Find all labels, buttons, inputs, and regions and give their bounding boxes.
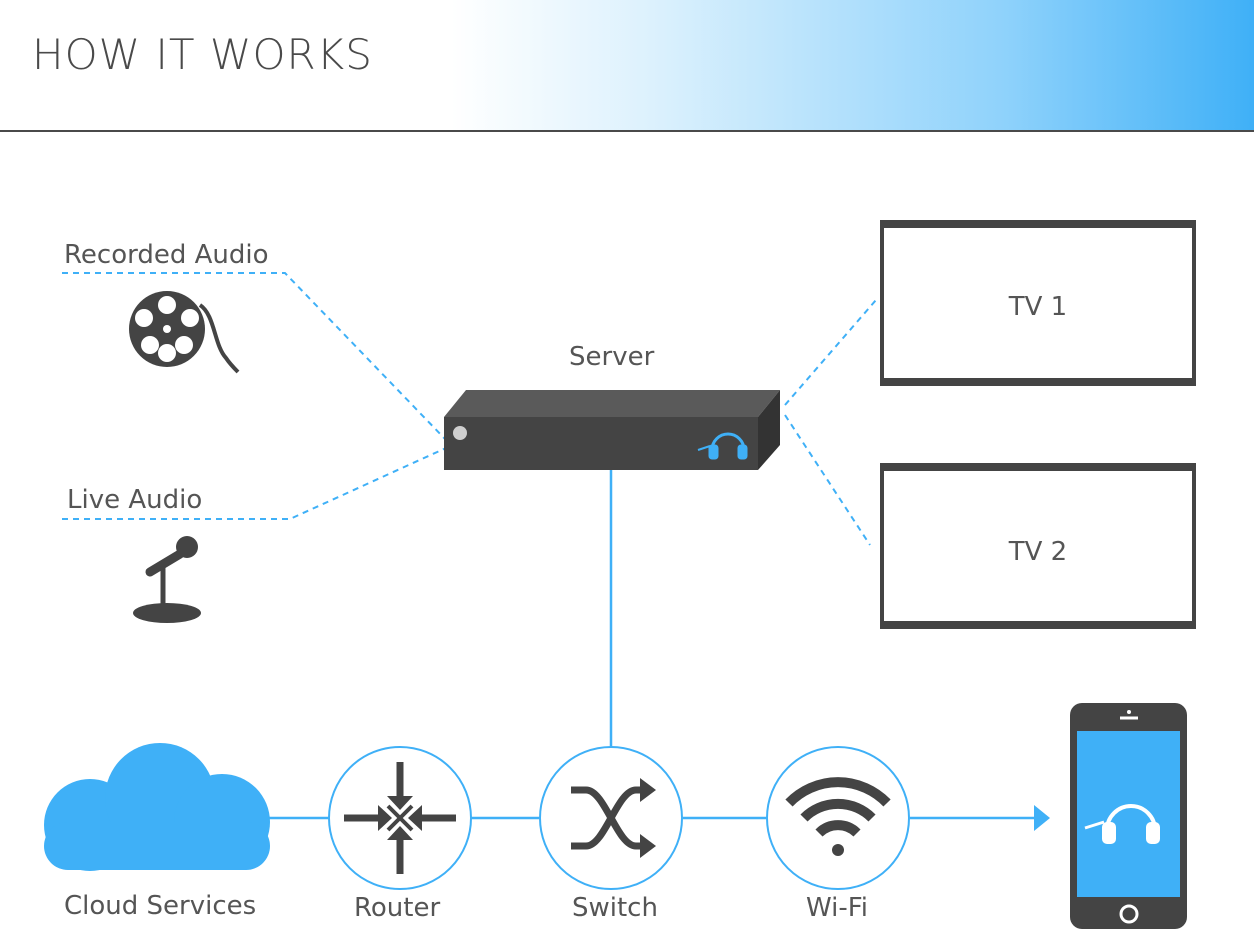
wifi-icon	[766, 746, 910, 890]
film-reel-icon	[129, 291, 240, 374]
solid-connectors	[268, 470, 1035, 820]
tv-2-screen: TV 2	[880, 463, 1196, 629]
cloud-services-label: Cloud Services	[64, 891, 257, 921]
tv-1-label: TV 1	[1008, 292, 1068, 322]
server-box-icon	[444, 390, 780, 470]
smartphone-icon	[1070, 703, 1187, 929]
wifi-label: Wi-Fi	[806, 893, 869, 923]
live-audio-label: Live Audio	[67, 485, 203, 515]
router-icon	[328, 746, 472, 890]
header-banner: HOW IT WORKS	[0, 0, 1254, 132]
dashed-connectors	[62, 272, 877, 546]
router-label: Router	[354, 893, 441, 923]
tv-2-label: TV 2	[1008, 537, 1068, 567]
server-label: Server	[569, 342, 655, 372]
cloud-icon	[44, 743, 270, 871]
recorded-audio-label: Recorded Audio	[64, 240, 269, 270]
tv2-connector	[784, 414, 871, 546]
switch-icon	[539, 746, 683, 890]
tv-1-screen: TV 1	[880, 220, 1196, 386]
recorded-audio-connector	[62, 272, 447, 441]
phone-headphone-icon	[1084, 804, 1160, 844]
server-headphone-icon	[697, 432, 748, 460]
arrow-head-icon	[1034, 805, 1050, 831]
microphone-icon	[133, 536, 201, 623]
tv1-connector	[784, 299, 877, 406]
switch-label: Switch	[572, 893, 658, 923]
page-title: HOW IT WORKS	[32, 30, 373, 79]
live-audio-connector	[62, 447, 447, 520]
